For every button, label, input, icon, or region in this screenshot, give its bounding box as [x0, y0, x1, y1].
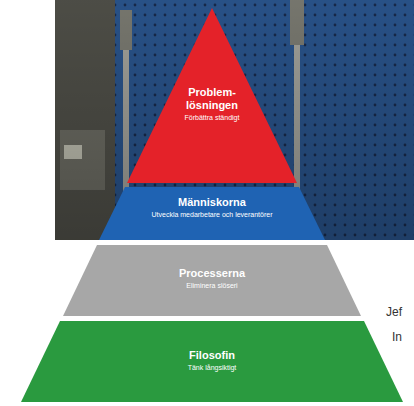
band-heading: Människorna [122, 196, 302, 209]
band-shape [21, 321, 403, 402]
band-heading: Problem- lösningen [169, 86, 255, 112]
band-heading: Filosofin [62, 349, 362, 362]
pyramid-band: ProcessernaEliminera slöseri [63, 245, 361, 316]
band-heading: Processerna [97, 267, 327, 280]
pyramid-band: MänniskornaUtveckla medarbetare och leve… [99, 187, 325, 240]
pyramid-band: Problem- lösningenFörbättra ständigt [127, 8, 297, 183]
pyramid-band: FilosofinTänk långsiktigt [21, 321, 403, 402]
band-subtitle: Tänk långsiktigt [62, 363, 362, 372]
band-subtitle: Förbättra ständigt [169, 113, 255, 122]
band-subtitle: Utveckla medarbetare och leverantörer [122, 210, 302, 219]
caption-fragment: In [392, 330, 402, 344]
band-shape [63, 245, 361, 316]
caption-fragment: Jef [386, 305, 402, 319]
band-subtitle: Eliminera slöseri [97, 281, 327, 290]
